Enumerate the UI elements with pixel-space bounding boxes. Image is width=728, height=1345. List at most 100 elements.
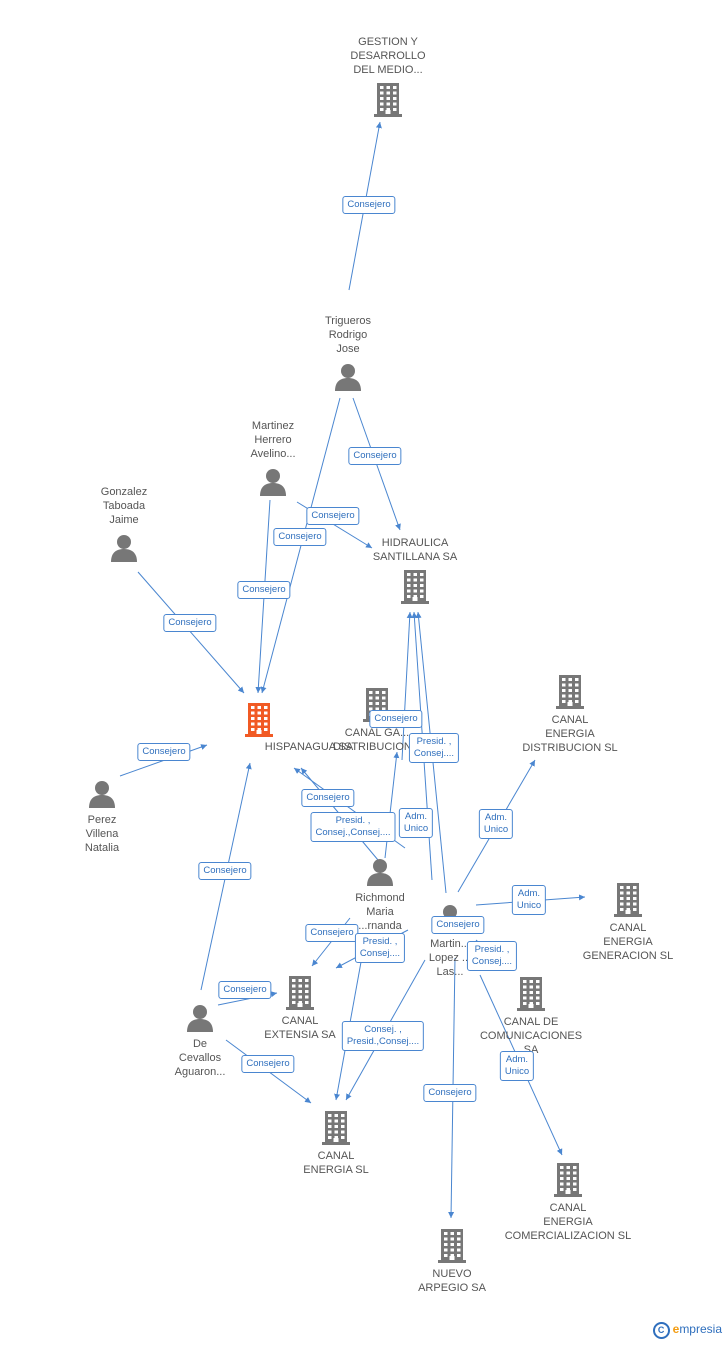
edge-label-e10[interactable]: Consejero [301, 789, 355, 807]
edge-label-line: Consejero [436, 919, 480, 930]
building-icon-hidraulica[interactable] [400, 570, 430, 609]
node-label-line: ENERGIA SL [303, 1164, 369, 1176]
node-label-line: CANAL [317, 1150, 355, 1162]
person-icon-gonzalez[interactable] [109, 533, 139, 568]
node-label-line: GENERACION SL [582, 950, 674, 962]
person-icon-trigueros[interactable] [333, 362, 363, 397]
edge-label-e12[interactable]: Adm.Unico [398, 808, 434, 838]
edge-line-e6 [137, 571, 245, 694]
edge-label-e24[interactable]: Consejero [423, 1084, 477, 1102]
node-label-line: CANAL [551, 714, 589, 726]
edge-label-e14[interactable]: Adm.Unico [511, 885, 547, 915]
edge-label-e9[interactable]: Presid. ,Consej.... [408, 733, 460, 763]
edge-label-e20[interactable]: Consejero [218, 981, 272, 999]
node-label-line: DESARROLLO [350, 50, 426, 62]
node-label-martinez-lopez[interactable]: Martin...Lopez ...Las... [429, 937, 471, 979]
node-label-line: Perez [87, 814, 117, 826]
edge-label-e5[interactable]: Consejero [237, 581, 291, 599]
edge-label-line: Consejero [347, 199, 391, 210]
edge-label-e7[interactable]: Consejero [137, 743, 191, 761]
edge-label-e2[interactable]: Consejero [348, 447, 402, 465]
building-icon-canal-energia-com[interactable] [553, 1163, 583, 1202]
edge-label-e6[interactable]: Consejero [163, 614, 217, 632]
edge-label-e18[interactable]: Presid. ,Consej.... [466, 941, 518, 971]
edge-label-line: Consejero [428, 1087, 472, 1098]
person-icon-de-cevallos[interactable] [185, 1003, 215, 1038]
edge-label-line: Consejero [353, 450, 397, 461]
edge-label-e15[interactable]: Consejero [431, 916, 485, 934]
building-icon-canal-energia[interactable] [321, 1111, 351, 1150]
edge-label-line: Consejero [242, 584, 286, 595]
edge-label-e4[interactable]: Consejero [306, 507, 360, 525]
edge-label-e8[interactable]: Consejero [369, 710, 423, 728]
edge-label-e11[interactable]: Presid. ,Consej.,Consej.... [310, 812, 396, 842]
node-label-line: CANAL DE [503, 1016, 559, 1028]
edge-line-e12 [384, 751, 400, 859]
person-icon-richmond[interactable] [365, 857, 395, 892]
edge-label-line: Adm. [505, 1054, 529, 1065]
node-label-line: Las... [436, 966, 464, 978]
building-icon-canal-energia-gen[interactable] [613, 883, 643, 922]
node-label-line: Lopez ... [428, 952, 472, 964]
building-icon-nuevo-arpegio[interactable] [437, 1229, 467, 1268]
person-icon-perez[interactable] [87, 779, 117, 814]
edge-label-e22[interactable]: Consejero [241, 1055, 295, 1073]
node-label-line: ENERGIA [603, 936, 653, 948]
node-label-line: Villena [85, 828, 119, 840]
node-label-line: HIDRAULICA [381, 537, 449, 549]
edge-label-line: Unico [483, 824, 509, 835]
edge-label-e17[interactable]: Presid. ,Consej.... [354, 933, 406, 963]
node-label-hispanagua[interactable]: HISPANAGUA SA [265, 740, 353, 754]
node-label-line: SANTILLANA SA [372, 551, 458, 563]
edge-label-e21[interactable]: Consej. ,Presid.,Consej.... [341, 1021, 425, 1051]
node-label-line: De [192, 1038, 208, 1050]
node-label-line: DEL MEDIO... [353, 64, 423, 76]
node-label-hidraulica[interactable]: HIDRAULICA SANTILLANA SA [373, 536, 457, 564]
edge-label-line: Consejero [203, 865, 247, 876]
edge-label-line: Consejero [311, 510, 355, 521]
node-label-line: GESTION Y [358, 36, 418, 48]
building-icon-canal-energia-dist[interactable] [555, 675, 585, 714]
building-icon-gestion[interactable] [373, 83, 403, 122]
edge-label-line: Consejero [310, 927, 354, 938]
edge-label-line: Unico [516, 900, 542, 911]
edge-label-e1[interactable]: Consejero [342, 196, 396, 214]
edge-label-line: Consejero [168, 617, 212, 628]
node-label-line: Maria [366, 906, 394, 918]
node-label-line: DISTRIBUCION... [332, 741, 422, 753]
edge-label-e16[interactable]: Consejero [305, 924, 359, 942]
node-label-line: Jose [336, 343, 360, 355]
edge-label-e19[interactable]: Consejero [198, 862, 252, 880]
building-icon-canal-comunicaciones[interactable] [516, 977, 546, 1016]
edge-label-line: Presid. , [362, 936, 398, 947]
person-icon-martinez-herrero[interactable] [258, 467, 288, 502]
edge-label-e3[interactable]: Consejero [273, 528, 327, 546]
node-label-canal-gas[interactable]: CANAL GA...DISTRIBUCION... [333, 726, 421, 754]
edge-label-line: Consej.... [471, 956, 513, 967]
node-label-gestion[interactable]: GESTION Y DESARROLLO DEL MEDIO... [350, 35, 425, 77]
edge-label-line: Presid. , [474, 944, 510, 955]
edge-label-e13[interactable]: Adm.Unico [478, 809, 514, 839]
edge-label-e23[interactable]: Adm.Unico [499, 1051, 535, 1081]
building-icon-hispanagua[interactable] [244, 703, 274, 742]
node-label-line: ENERGIA [545, 728, 595, 740]
node-label-line: Richmond [355, 892, 405, 904]
node-label-line: Gonzalez [100, 486, 148, 498]
node-label-canal-energia[interactable]: CANAL ENERGIA SL [303, 1149, 368, 1177]
node-label-line: ...rnanda [358, 920, 402, 932]
building-icon-canal-extensia[interactable] [285, 976, 315, 1015]
edge-label-line: Unico [403, 823, 429, 834]
